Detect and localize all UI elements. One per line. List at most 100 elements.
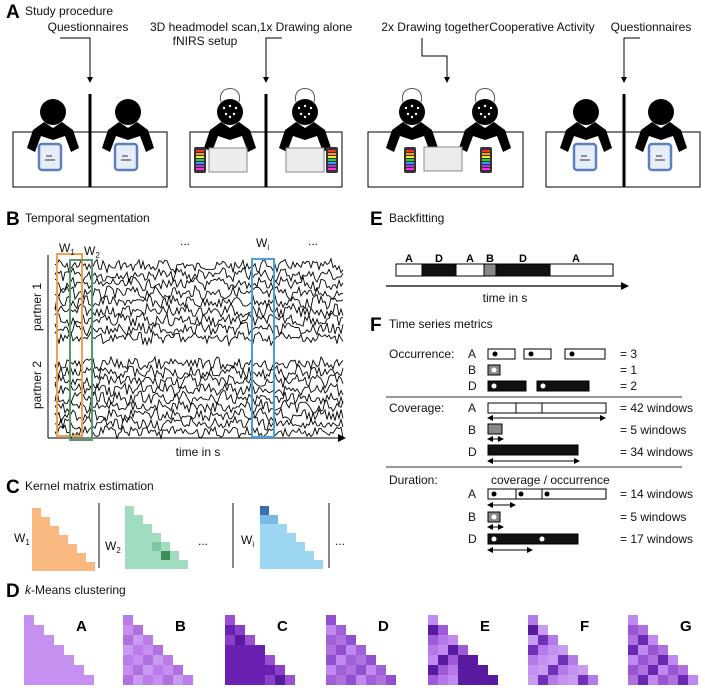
kernel-w2-cell <box>152 533 161 542</box>
kernel-w2-cell <box>125 524 134 533</box>
kernel-w2-cell <box>125 533 134 542</box>
kernel-wi-cell <box>269 560 278 569</box>
cluster-g-cell <box>628 675 638 685</box>
cluster-e-cell <box>488 675 498 685</box>
cluster-b-cell <box>153 645 163 655</box>
kernel-w1-cell <box>50 553 59 562</box>
kernel-w1-label: W1 <box>14 531 30 547</box>
cluster-g-cell <box>658 655 668 665</box>
kernel-w1-cell <box>32 544 41 553</box>
kernel-w1-cell <box>41 562 50 571</box>
cluster-b-cell <box>123 675 133 685</box>
coverage-value-d: = 34 windows <box>620 445 693 459</box>
cluster-g-cell <box>628 625 638 635</box>
kernel-w1-cell <box>41 544 50 553</box>
kernel-w1-cell <box>59 544 68 553</box>
cluster-g-cell <box>688 675 698 685</box>
backfit-time-axis-label: time in s <box>483 291 528 305</box>
kernel-w1-cell <box>41 553 50 562</box>
kernel-wi-label: Wi <box>241 533 254 549</box>
cluster-c-cell <box>245 655 255 665</box>
cluster-c-cell <box>235 625 245 635</box>
segment-a-3 <box>549 263 614 277</box>
kernel-w1-cell <box>59 535 68 544</box>
cluster-a-cell <box>74 665 84 675</box>
kernel-w2-cell <box>143 533 152 542</box>
kernel-wi-cell <box>287 533 296 542</box>
cluster-g-cell <box>648 665 658 675</box>
cluster-d-cell <box>366 675 376 685</box>
coverage-state-d: D <box>468 445 477 459</box>
cluster-a-cell <box>54 675 64 685</box>
kernel-w1-cell <box>32 526 41 535</box>
cluster-b-cell <box>143 655 153 665</box>
cluster-e-cell <box>428 635 438 645</box>
eeg-trace <box>54 330 344 347</box>
kernel-wi-cell <box>278 533 287 542</box>
step-6-arrow <box>621 37 640 83</box>
cluster-c-cell <box>235 655 245 665</box>
cluster-f-cell <box>548 645 558 655</box>
kernel-wi-cell <box>269 542 278 551</box>
cluster-f-cell <box>578 675 588 685</box>
occurrence-label: Occurrence: <box>389 347 454 361</box>
cluster-a-cell <box>44 675 54 685</box>
eeg-trace <box>54 267 344 284</box>
occurrence-value-b: = 1 <box>620 363 637 377</box>
cluster-d-cell <box>336 635 346 645</box>
cluster-e-cell <box>448 655 458 665</box>
eeg-trace <box>54 372 344 390</box>
kernel-wi-cell <box>260 533 269 542</box>
kernel-w1-cell <box>50 526 59 535</box>
cluster-g-cell <box>648 655 658 665</box>
cluster-c-cell <box>225 675 235 685</box>
cluster-a-cell <box>34 675 44 685</box>
cluster-g-cell <box>628 655 638 665</box>
cluster-c-cell <box>275 675 285 685</box>
kernel-wi-cell <box>305 560 314 569</box>
eeg-trace <box>54 293 344 310</box>
cluster-b-cell <box>163 655 173 665</box>
kernel-ellipsis-2: ... <box>335 534 345 548</box>
cluster-g-cell <box>648 635 658 645</box>
kernel-w2-cell <box>125 515 134 524</box>
duration-state-a: A <box>468 487 476 501</box>
eeg-trace <box>54 355 344 373</box>
cluster-c-cell <box>225 655 235 665</box>
kernel-w1-cell <box>77 553 86 562</box>
kernel-w1-cell <box>32 535 41 544</box>
cluster-f-cell <box>588 675 598 685</box>
cluster-d-cell <box>336 675 346 685</box>
segment-d-1 <box>421 263 457 277</box>
cluster-b-cell <box>123 655 133 665</box>
step-3-arrow <box>263 37 282 83</box>
cluster-a-cell <box>74 675 84 685</box>
cluster-c-cell <box>265 675 275 685</box>
coverage-value-b: = 5 windows <box>620 423 686 437</box>
panel-e-title: Backfitting <box>389 211 444 225</box>
cluster-f-cell <box>538 635 548 645</box>
kernel-w2-label: W2 <box>105 539 121 555</box>
cluster-c-cell <box>225 615 235 625</box>
segment-d-2 <box>495 263 551 277</box>
segment-label-1: A <box>405 253 413 265</box>
partner-2-label: partner 2 <box>30 361 44 409</box>
segment-label-3: A <box>466 253 474 265</box>
cluster-a-cell <box>34 645 44 655</box>
kernel-w1-cell <box>68 562 77 571</box>
cluster-g-cell <box>628 665 638 675</box>
cluster-g-cell <box>638 675 648 685</box>
cluster-d-cell <box>326 625 336 635</box>
cluster-d-cell <box>386 675 396 685</box>
cluster-d-cell <box>346 655 356 665</box>
window-w2-label: W2 <box>84 244 100 260</box>
cluster-c-cell <box>235 675 245 685</box>
cluster-e-cell <box>448 675 458 685</box>
cluster-f-cell <box>528 615 538 625</box>
segment-label-2: D <box>435 253 443 265</box>
kernel-wi-cell <box>278 560 287 569</box>
kernel-wi-cell <box>278 551 287 560</box>
kernel-w2-cell <box>134 551 143 560</box>
cluster-d-cell <box>326 645 336 655</box>
cluster-d-cell <box>336 625 346 635</box>
